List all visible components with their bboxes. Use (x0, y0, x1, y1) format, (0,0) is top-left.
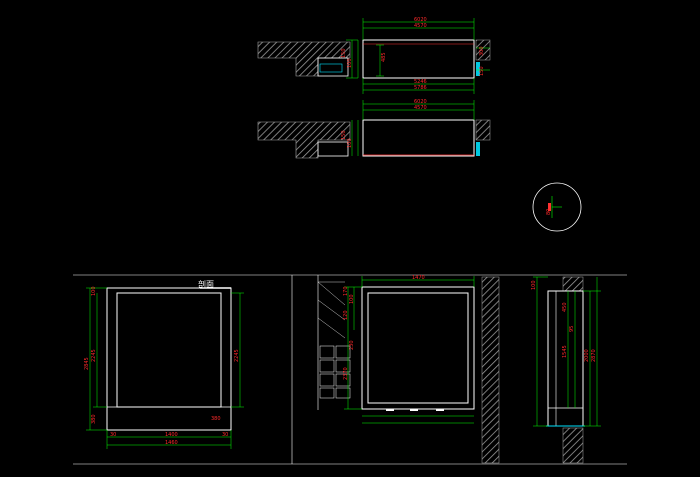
elev-right-dim-4: 2000 (584, 349, 590, 362)
plan-middle-small-dim-2: 100 (347, 138, 353, 148)
elev-mid-dims (344, 276, 475, 424)
elev-left-width-total: 1460 (165, 440, 178, 446)
mid-cabinet-outer (361, 286, 475, 410)
room-outline (362, 39, 475, 79)
wall-right-cyan (476, 62, 480, 76)
elev-right-dim-5: 2870 (591, 349, 597, 362)
detail-circle: 80 (532, 182, 582, 232)
plan-view-middle: 6020 4570 150 100 (257, 99, 491, 159)
plan-middle-small-dim-1: 150 (341, 130, 347, 140)
wall-hatch-right (475, 39, 491, 61)
elev-mid-left-dim-1: 170 (343, 286, 349, 296)
plan-top-small-dim-4: 150 (479, 66, 485, 76)
detail-dim: 80 (546, 209, 552, 215)
window-frame-2 (317, 141, 349, 157)
elev-right-dims (533, 276, 601, 427)
elev-left-bottom-left: 380 (91, 414, 97, 424)
right-wall-hatch-bottom (562, 427, 584, 464)
mid-cabinet-inner (367, 292, 469, 404)
plan-view-top: 6020 4570 485 5246 5786 150 100 300 150 (257, 17, 491, 94)
plan-middle-overall-width: 6020 (414, 99, 427, 105)
elev-mid-left-dim-4: 230 (349, 340, 355, 350)
elevation-right: 100 450 95 1545 2000 2870 (531, 276, 601, 464)
elev-right-dim-2: 95 (569, 326, 575, 332)
plan-top-bottom-overall: 5786 (414, 85, 427, 91)
plan-top-bottom-width: 5246 (414, 79, 427, 85)
wall-hatch-right-2 (475, 119, 491, 141)
shelf-grid (319, 345, 351, 399)
wall-hatch-left (257, 41, 351, 77)
elev-mid-left-dim-3: 120 (343, 310, 349, 320)
elevation-middle: 1470 170 100 120 230 2370 (291, 275, 500, 464)
room-outline-2 (362, 119, 475, 157)
window-frame (317, 57, 349, 77)
elev-left-dims (86, 287, 244, 449)
elev-mid-left-dim-2: 100 (349, 294, 355, 304)
cabinet-inner (116, 292, 222, 408)
plan-top-small-dim-3: 300 (479, 46, 485, 56)
window-sill (319, 63, 343, 73)
elev-left-width-inner: 1400 (165, 432, 178, 438)
elev-left-right-height: 2245 (234, 349, 240, 362)
wall-hatch-left-2 (257, 121, 351, 159)
elev-left-edge-left: 30 (110, 432, 116, 438)
plan-top-side-dim: 485 (381, 52, 387, 62)
plan-top-small-dim-2: 100 (347, 58, 353, 68)
mid-wall-hatch (481, 276, 500, 464)
plan-top-overall-width: 6020 (414, 17, 427, 23)
plan-middle-dims (351, 100, 475, 156)
stair-lines (317, 281, 346, 339)
section-title: 剖面 (198, 279, 214, 289)
plan-top-small-dim-1: 150 (341, 48, 347, 58)
elev-left-bottom-right: 380 (211, 416, 221, 422)
cabinet-outer (106, 287, 232, 431)
elevation-left: 剖面 2845 2245 2245 100 380 380 1400 1460 … (84, 279, 244, 449)
plan-middle-inner-width: 4570 (414, 105, 427, 111)
plan-top-dims (346, 18, 490, 94)
elev-right-top: 100 (531, 280, 537, 290)
elev-left-total-height: 2845 (84, 357, 90, 370)
elev-left-top: 100 (91, 286, 97, 296)
elev-left-edge-right: 30 (222, 432, 228, 438)
right-wall-hatch-top (562, 276, 584, 292)
plan-top-inner-width: 4570 (414, 23, 427, 29)
cabinet-feet (386, 409, 444, 411)
elev-left-inner-height: 2245 (91, 349, 97, 362)
elev-right-dim-3: 1545 (562, 345, 568, 358)
elev-mid-height-label: 2370 (343, 367, 349, 380)
elev-right-dim-1: 450 (562, 302, 568, 312)
elev-mid-top-width: 1470 (412, 275, 425, 281)
wall-right-cyan-2 (476, 142, 480, 156)
